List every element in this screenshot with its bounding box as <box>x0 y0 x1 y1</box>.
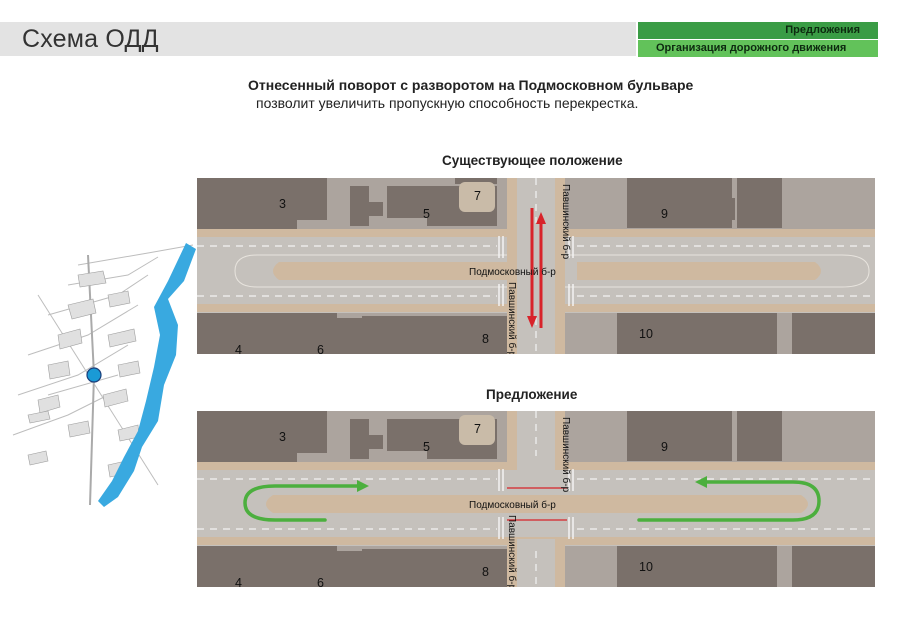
page-title: Схема ОДД <box>22 25 159 53</box>
green-uturn-east-path <box>637 480 821 522</box>
intersection-diagram-existing: 3 5 7 9 4 6 8 10 Подмосковный б-р Павшин… <box>197 178 875 354</box>
panel-caption-proposal: Предложение <box>486 387 578 402</box>
building-label: 10 <box>639 327 653 341</box>
intro-line-1: Отнесенный поворот с разворотом на Подмо… <box>248 77 694 93</box>
building-label: 6 <box>317 343 324 354</box>
building-label: 10 <box>639 560 653 574</box>
building-label: 3 <box>279 197 286 211</box>
green-uturn-west <box>243 480 369 522</box>
locator-map <box>12 243 196 507</box>
panel-caption-existing: Существующее положение <box>442 153 623 168</box>
building-label: 5 <box>423 440 430 454</box>
cross-street-label-south: Павшинский б-р <box>506 282 518 354</box>
green-uturn-east <box>637 476 821 522</box>
building-label: 5 <box>423 207 430 221</box>
building-label: 9 <box>661 440 668 454</box>
main-street-label: Подмосковный б-р <box>469 266 556 278</box>
cross-street-label-south: Павшинский б-р <box>506 515 518 587</box>
header-bar <box>0 22 636 56</box>
building-label: 8 <box>482 332 489 346</box>
section-tag-secondary: Организация дорожного движения <box>638 40 878 57</box>
green-uturn-west-path <box>243 484 361 522</box>
red-arrow-down-head <box>527 316 537 328</box>
green-uturn-east-head <box>695 476 707 488</box>
building-label: 9 <box>661 207 668 221</box>
building-label: 7 <box>474 189 481 203</box>
cross-street-label-north: Павшинский б-р <box>560 417 572 493</box>
intro-line-2: позволит увеличить пропускную способност… <box>256 95 639 111</box>
red-arrow-up-head <box>536 212 546 224</box>
river <box>98 243 196 507</box>
building-label: 7 <box>474 422 481 436</box>
location-marker <box>86 367 102 383</box>
intersection-diagram-proposal: 3 5 7 9 4 6 8 10 Подмосковный б-р Павшин… <box>197 411 875 587</box>
red-arrow-group <box>527 208 546 328</box>
cross-street-label-north: Павшинский б-р <box>560 184 572 260</box>
section-tag-primary: Предложения <box>638 22 878 39</box>
green-uturn-west-head <box>357 480 369 492</box>
building-label: 8 <box>482 565 489 579</box>
main-street-label: Подмосковный б-р <box>469 499 556 511</box>
building-label: 6 <box>317 576 324 587</box>
building-label: 4 <box>235 576 242 587</box>
building-label: 4 <box>235 343 242 354</box>
building-label: 3 <box>279 430 286 444</box>
